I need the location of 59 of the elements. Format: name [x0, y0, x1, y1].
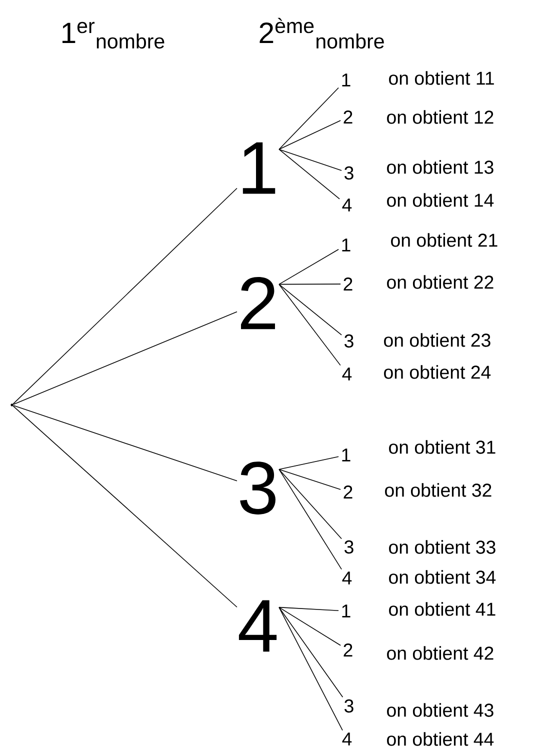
first-number: 4 — [238, 600, 277, 652]
second-number: 1 — [342, 448, 350, 462]
result-text: on obtient 31 — [389, 440, 496, 454]
result-text: on obtient 43 — [387, 703, 494, 717]
second-number: 1 — [342, 604, 350, 618]
second-number: 4 — [342, 368, 352, 380]
second-number: 2 — [344, 110, 352, 124]
branch-line — [12, 188, 238, 404]
result-text: on obtient 14 — [387, 193, 494, 207]
branch-line — [278, 148, 340, 200]
column-heading: 1$^{er}$nombre — [62, 22, 164, 49]
second-number: 2 — [344, 277, 352, 291]
branch-line — [278, 284, 341, 366]
branch-line — [278, 248, 339, 285]
branch-line — [278, 284, 342, 336]
result-text: on obtient 41 — [389, 602, 496, 616]
result-text: on obtient 23 — [384, 333, 490, 347]
branch-line — [278, 468, 341, 490]
branch-line — [278, 87, 339, 150]
branch-line — [278, 606, 344, 698]
branch-line — [278, 606, 341, 646]
branch-line — [12, 406, 238, 608]
second-number: 3 — [344, 540, 354, 554]
result-text: on obtient 12 — [387, 110, 494, 124]
second-number: 4 — [342, 198, 352, 212]
result-text: on obtient 11 — [389, 71, 494, 85]
result-text: on obtient 32 — [385, 483, 492, 497]
column-heading: 2$^{ème}$nombre — [260, 18, 384, 49]
result-text: on obtient 13 — [387, 160, 494, 174]
second-number: 2 — [344, 485, 352, 499]
second-number: 1 — [342, 74, 350, 86]
branch-line — [278, 606, 343, 731]
second-number: 2 — [344, 643, 352, 657]
second-number: 4 — [342, 572, 352, 584]
branch-line — [278, 148, 342, 171]
branch-line — [278, 606, 339, 611]
first-number: 2 — [241, 276, 275, 330]
second-number: 3 — [344, 334, 354, 348]
branch-line — [13, 311, 238, 405]
second-number: 3 — [344, 699, 354, 713]
result-text: on obtient 22 — [387, 275, 494, 289]
branch-point — [10, 404, 14, 406]
second-number: 4 — [342, 732, 352, 746]
branch-line — [278, 120, 341, 150]
branch-line — [278, 468, 342, 570]
result-text: on obtient 21 — [391, 233, 498, 247]
first-number: 1 — [242, 142, 276, 194]
result-text: on obtient 42 — [387, 646, 494, 660]
branch-line — [278, 456, 339, 470]
result-text: on obtient 24 — [384, 365, 491, 379]
branch-line — [278, 468, 342, 540]
result-text: on obtient 34 — [389, 570, 496, 584]
second-number: 3 — [344, 166, 354, 180]
first-number: 3 — [240, 462, 276, 514]
branch-line — [278, 284, 341, 285]
branch-line — [13, 405, 238, 482]
second-number: 1 — [342, 238, 350, 252]
result-text: on obtient 33 — [389, 540, 496, 554]
result-text: on obtient 44 — [387, 732, 494, 746]
